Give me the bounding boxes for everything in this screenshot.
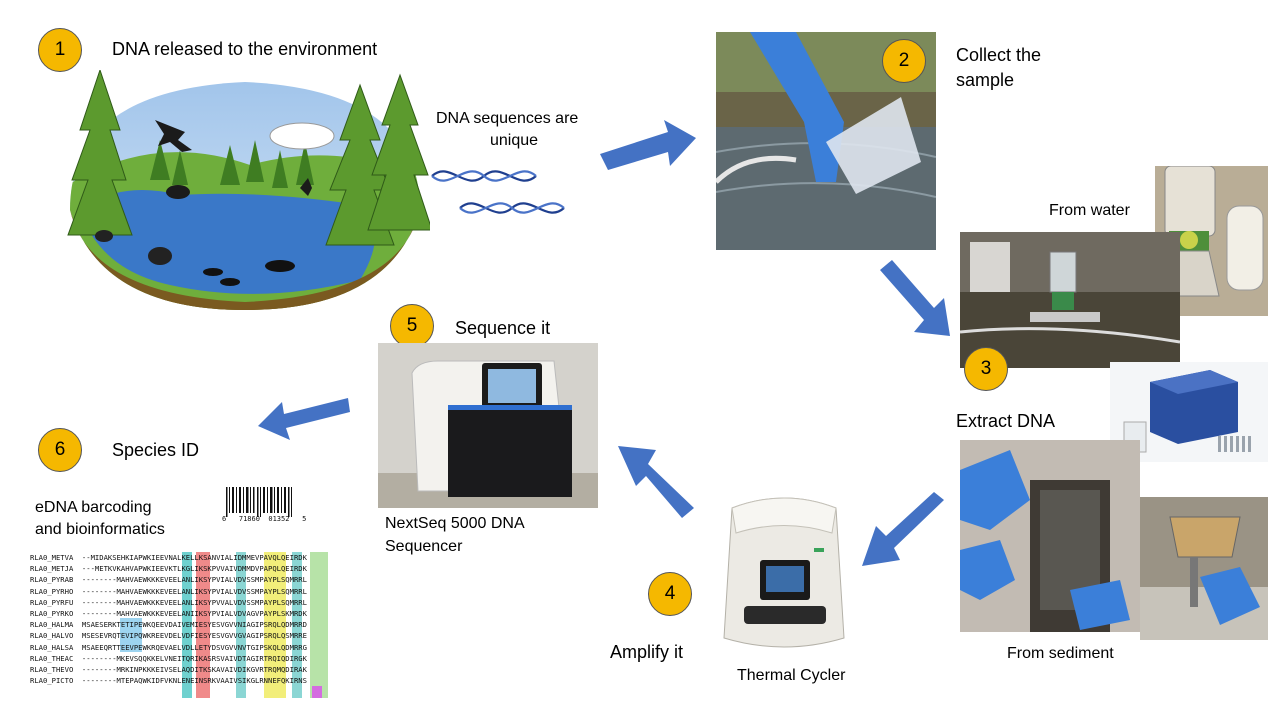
step-1-badge: 1	[38, 28, 82, 72]
step-4-label: Amplify it	[610, 642, 684, 662]
alignment-row: RLA0_HALVO MSESEVRQTEVIPQWKREEVDELVDFIES…	[30, 631, 307, 641]
step-1-label: DNA released to the environment	[112, 39, 378, 59]
step-2-badge: 2	[882, 39, 926, 83]
step-1-number: 1	[54, 39, 66, 60]
alignment-row: RLA0_METJA ---METKVKAHVAPWKIEEVKTLKGLIKS…	[30, 564, 307, 574]
sequencer-photo	[378, 343, 598, 508]
dna-note-line1: DNA sequences are	[436, 110, 579, 127]
from-water-label: From water	[1049, 202, 1130, 219]
step-6-sub-line1: eDNA barcoding	[35, 499, 152, 516]
alignment-row: RLA0_METVA --MIDAKSEHKIAPWKIEEVNALKELLKS…	[30, 553, 307, 562]
dna-note-line2: unique	[490, 132, 539, 149]
step-6-number: 6	[54, 439, 66, 460]
arrow-4-to-5	[618, 446, 694, 518]
step-5-label: Sequence it	[455, 318, 551, 338]
step-3-badge: 3	[964, 347, 1008, 391]
barcode-digits: 6 71860 01352 5	[222, 515, 307, 523]
step-6-sub-line2: and bioinformatics	[35, 521, 165, 538]
step-6-label: Species ID	[112, 440, 200, 460]
step-2-label-line1: Collect the	[956, 45, 1042, 65]
arrow-1-to-2	[600, 120, 696, 170]
step-3-number: 3	[980, 358, 992, 379]
sequence-alignment: RLA0_METVA --MIDAKSEHKIAPWKIEEVNALKELLKS…	[30, 552, 365, 698]
dna-helix-icon	[431, 170, 565, 214]
arrow-3-to-4	[862, 492, 944, 566]
arrow-5-to-6	[258, 398, 350, 440]
collect-sample-photo	[716, 32, 936, 250]
alignment-row: RLA0_THEVO --------MRKINPKKKEIVSELAQDITK…	[30, 665, 307, 675]
thermal-cycler-image	[723, 497, 845, 648]
alignment-row: RLA0_PYRKO --------MAHVAEWKKKEVEELANIIKS…	[30, 609, 307, 619]
alignment-row: RLA0_THEAC --------MKEVSQQKKELVNEITQRIKA…	[30, 653, 307, 663]
alignment-lines: RLA0_METVA --MIDAKSEHKIAPWKIEEVNALKELLKS…	[30, 552, 307, 686]
alignment-row: RLA0_PYRHO --------MAHVAEWKKKEVEELANLIKS…	[30, 586, 307, 596]
arrow-2-to-3	[880, 260, 950, 336]
alignment-row: RLA0_PYRAB --------MAHVAEWKKKEVEELANLIKS…	[30, 575, 307, 585]
step-5-badge: 5	[390, 304, 434, 348]
sediment-extraction-photo	[960, 440, 1140, 632]
from-sediment-label: From sediment	[1007, 645, 1114, 662]
extraction-bench-photo	[960, 232, 1180, 368]
step-5-number: 5	[406, 315, 418, 336]
alignment-row: RLA0_HALMA MSAESERKTETIPEWKQEEVDAIVEMIES…	[30, 620, 307, 630]
barcode-icon	[226, 487, 292, 517]
step-3-label: Extract DNA	[956, 411, 1056, 431]
sediment-sieve-photo	[1140, 497, 1268, 640]
alignment-color-bands	[30, 552, 365, 698]
step-2-label-line2: sample	[956, 70, 1015, 90]
thermal-cycler-label: Thermal Cycler	[737, 667, 846, 684]
alignment-row: RLA0_PYRFU --------MAHVAEWKKKEVEELANLIKS…	[30, 597, 307, 607]
step-4-badge: 4	[648, 572, 692, 616]
alignment-row: RLA0_HALSA MSAEEQRTTEEVPEWKRQEVAELVDLLET…	[30, 642, 307, 652]
environment-illustration	[67, 70, 430, 310]
alignment-row: RLA0_PICTO --------MTEPAQWKIDFVKNLENEINS…	[30, 676, 307, 686]
step-4-number: 4	[664, 583, 676, 604]
step-2-number: 2	[898, 50, 910, 71]
step-6-badge: 6	[38, 428, 82, 472]
sequencer-label-line2: Sequencer	[385, 538, 463, 555]
sequencer-label-line1: NextSeq 5000 DNA	[385, 515, 525, 532]
